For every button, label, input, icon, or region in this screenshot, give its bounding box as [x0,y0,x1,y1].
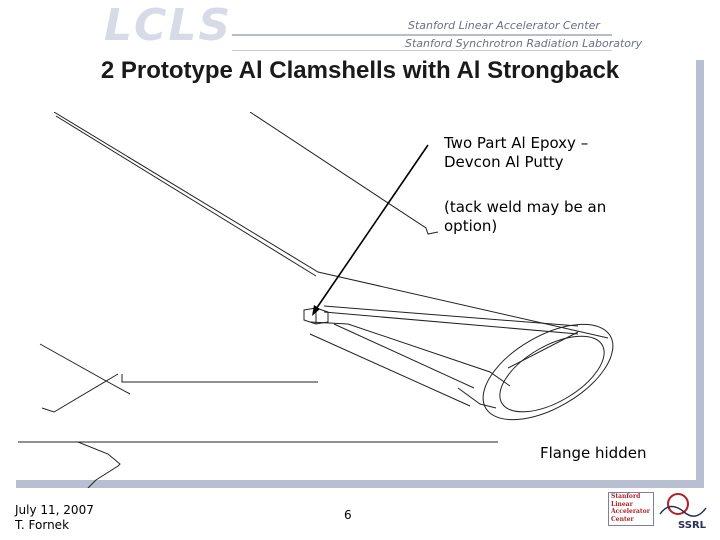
tube-bottom [309,333,471,407]
slide-title: 2 Prototype Al Clamshells with Al Strong… [100,57,620,84]
tube-end-outer [482,323,614,421]
note-flange-hidden: Flange hidden [540,444,647,462]
ssrl-logo: SSRL [659,493,707,531]
tube-top-edge [323,305,579,327]
clamshell-drawing [18,112,614,488]
plate-left-edge [39,343,131,395]
footer-author: T. Fornek [15,518,70,532]
slac-logo: Stanford Linear Accelerator Center [608,492,654,526]
tube-side [309,321,511,387]
tube-lower-curve [457,387,497,409]
callout-arrow-line [313,144,429,313]
plate-edge-upper [249,112,439,235]
slac-logo-word: Accelerator [611,508,650,515]
plate-step [121,374,318,383]
slac-logo-word: Stanford [611,493,641,500]
header-rule [232,50,612,51]
lcls-logo: LCLS [104,0,233,51]
tube-end-inner [499,335,605,413]
page-number: 6 [344,508,352,522]
plate-top-edge-inner [55,115,317,277]
plate-left-edge-lower [41,373,119,413]
footer-date: July 11, 2007 [15,503,94,517]
plate-top-edge [53,112,609,339]
tube-top-edge-2 [323,311,579,335]
header-rule [232,34,612,36]
tube-end-flat [507,331,579,369]
plate-bottom-edge [18,441,121,488]
note-epoxy: Two Part Al Epoxy – Devcon Al Putty [444,134,589,171]
footer-meta: July 11, 2007 T. Fornek [15,503,94,533]
slide-frame [16,60,704,488]
slac-logo-word: Linear [611,500,633,508]
note-tack-weld: (tack weld may be an option) [444,198,607,235]
tube-bottom-inner [333,323,475,389]
ssrl-logo-text: SSRL [678,520,707,531]
header-institution-ssrl: Stanford Synchrotron Radiation Laborator… [405,37,643,50]
header-institution-slac: Stanford Linear Accelerator Center [408,19,600,32]
header-banner: LCLS Stanford Linear Accelerator Center … [0,0,720,58]
slac-logo-word: Center [611,515,634,523]
callout-arrowhead [312,305,320,316]
